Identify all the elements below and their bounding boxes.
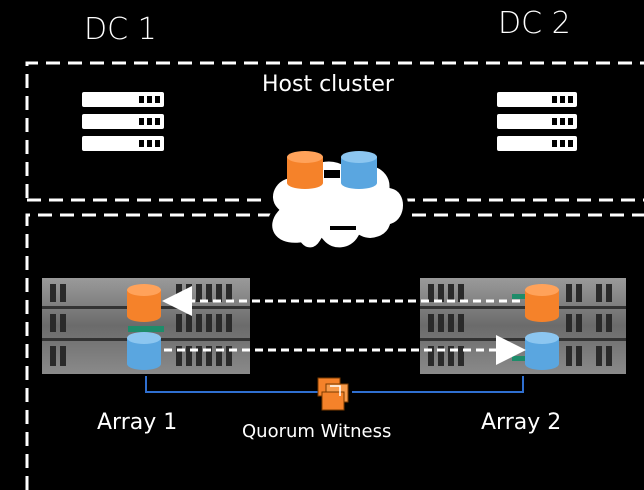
quorum-link-array-2 — [352, 376, 524, 393]
array-2-label: Array 2 — [481, 410, 562, 435]
storage-boundary — [25, 213, 644, 490]
cloud-blue-volume-icon — [341, 151, 377, 189]
quorum-link-array-1 — [145, 376, 318, 393]
dc1-server-icon — [82, 92, 164, 151]
array-2-blue-volume-icon — [525, 332, 559, 370]
array-2-orange-volume-icon — [525, 284, 559, 322]
dc1-label: DC 1 — [84, 12, 157, 47]
host-cluster-label: Host cluster — [262, 72, 394, 97]
dc2-label: DC 2 — [498, 6, 571, 41]
array-2-icon — [420, 278, 626, 374]
quorum-witness-icon — [317, 377, 349, 411]
host-cluster-boundary — [25, 61, 644, 198]
cloud-orange-volume-icon — [287, 151, 323, 189]
dc2-server-icon — [497, 92, 577, 151]
array-1-orange-volume-icon — [127, 284, 161, 322]
array-1-blue-volume-icon — [127, 332, 161, 370]
array-1-label: Array 1 — [97, 410, 178, 435]
quorum-witness-label: Quorum Witness — [242, 421, 392, 442]
